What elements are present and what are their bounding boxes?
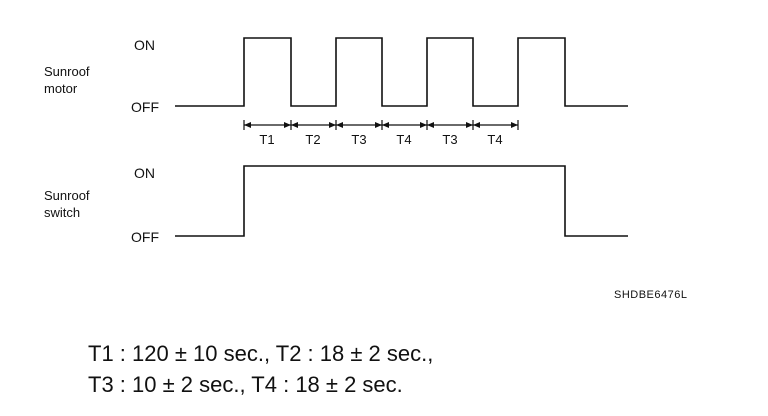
period-label-t1: T1	[259, 132, 274, 147]
period-label-t3-repeat: T3	[442, 132, 457, 147]
period-label-t4-repeat: T4	[487, 132, 502, 147]
timing-line-2: T3 : 10 ± 2 sec., T4 : 18 ± 2 sec.	[88, 372, 403, 397]
motor-on-label: ON	[134, 37, 155, 53]
motor-label-line1: Sunroof	[44, 64, 90, 79]
switch-off-label: OFF	[131, 229, 159, 245]
motor-signal: Sunroof motor ON OFF	[44, 37, 628, 115]
switch-waveform	[175, 165, 628, 237]
motor-waveform	[175, 37, 628, 107]
figure-code: SHDBE6476L	[614, 289, 688, 301]
switch-on-label: ON	[134, 165, 155, 181]
period-label-t4: T4	[396, 132, 411, 147]
period-markers: T1 T2 T3 T4 T3 T4	[243, 120, 519, 147]
switch-signal: Sunroof switch ON OFF	[44, 165, 628, 245]
period-label-t3: T3	[351, 132, 366, 147]
timing-line-1: T1 : 120 ± 10 sec., T2 : 18 ± 2 sec.,	[88, 341, 434, 366]
switch-label-line2: switch	[44, 205, 80, 220]
period-label-t2: T2	[305, 132, 320, 147]
motor-label-line2: motor	[44, 81, 78, 96]
switch-label-line1: Sunroof	[44, 188, 90, 203]
timing-specification: T1 : 120 ± 10 sec., T2 : 18 ± 2 sec., T3…	[88, 338, 433, 400]
period-arrowheads	[244, 122, 518, 128]
motor-off-label: OFF	[131, 99, 159, 115]
